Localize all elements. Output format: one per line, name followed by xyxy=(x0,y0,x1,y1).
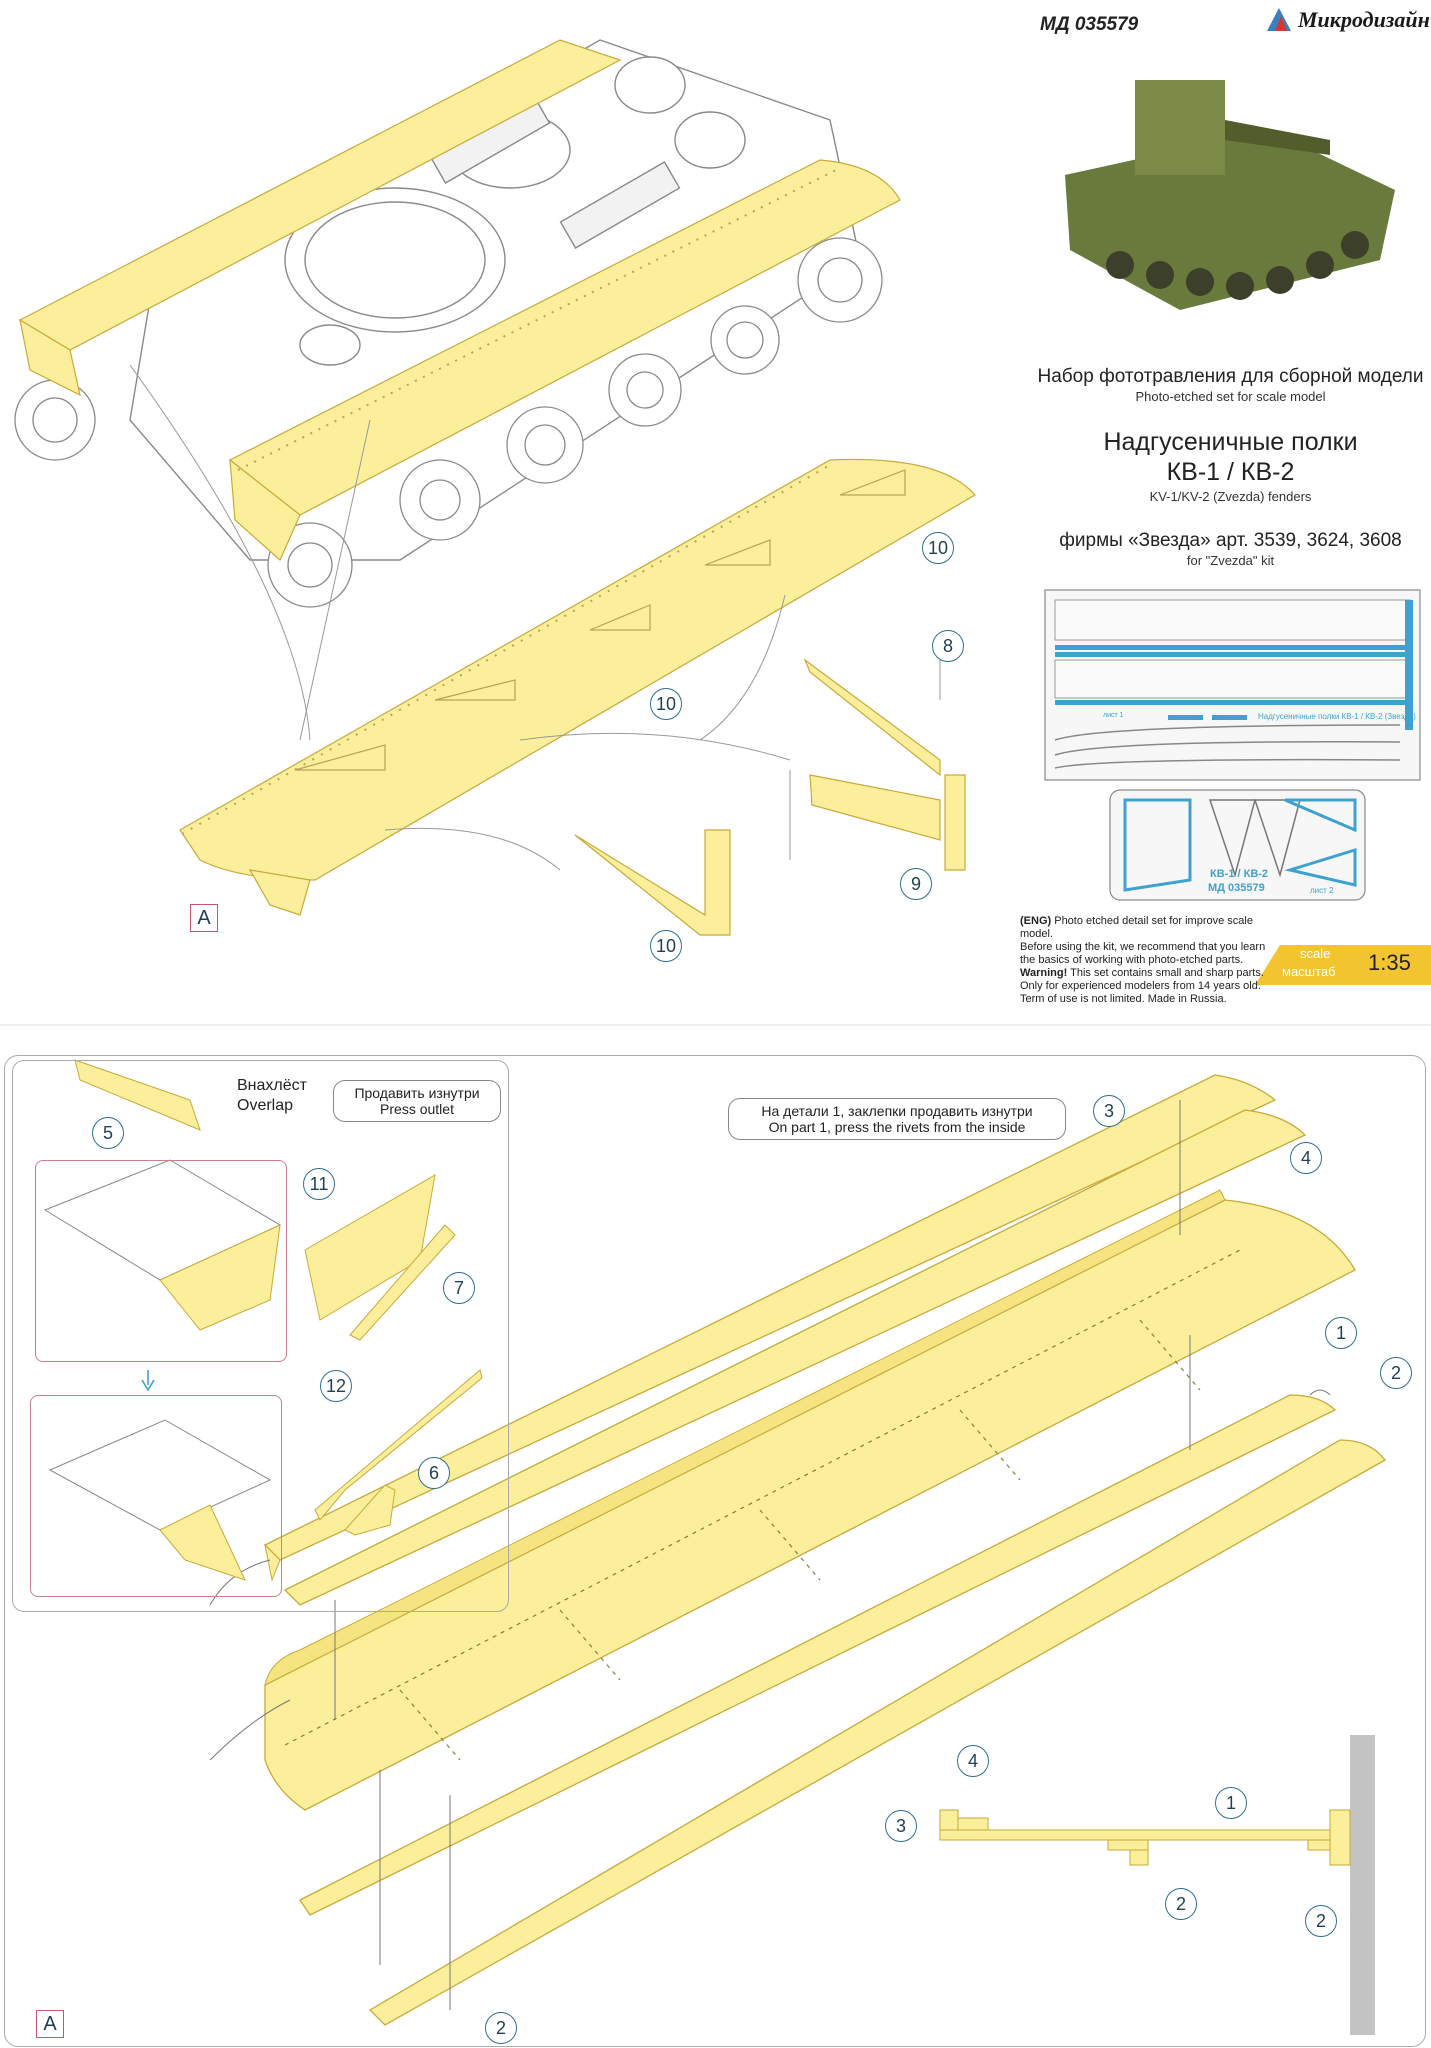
fender-installed xyxy=(228,159,901,561)
arrow-down-icon xyxy=(141,1370,155,1392)
section-callout-1: 1 xyxy=(1215,1787,1247,1819)
kit-reference-en: for "Zvezda" kit xyxy=(1186,553,1275,568)
part-4-rail xyxy=(283,1109,1307,1606)
scale-label-ru: масштаб xyxy=(1282,964,1336,979)
callout-part-8: 8 xyxy=(932,630,964,662)
disclaimer: (ENG) Photo etched detail set for improv… xyxy=(1020,915,1280,1006)
callout-part-11: 11 xyxy=(303,1168,335,1200)
rivets-note-ru: На детали 1, заклепки продавить изнутри xyxy=(761,1103,1033,1119)
leader-lines-top xyxy=(129,364,941,871)
section-callout-4: 4 xyxy=(957,1745,989,1777)
callout-part-9: 9 xyxy=(900,868,932,900)
disclaimer-eng-tag: (ENG) xyxy=(1020,915,1052,927)
callout-part-10-b: 10 xyxy=(650,688,682,720)
callout-part-4: 4 xyxy=(1290,1142,1322,1174)
disclaimer-warning-tag: Warning! xyxy=(1020,967,1068,979)
view-marker-a-bottom: A xyxy=(36,2010,64,2038)
disclaimer-line6: Term of use is not limited. Made in Russ… xyxy=(1020,993,1227,1005)
callout-part-10-c: 10 xyxy=(650,930,682,962)
part-3-rail xyxy=(263,1074,1277,1582)
cross-section xyxy=(939,1735,1375,2035)
section-callout-3: 3 xyxy=(885,1810,917,1842)
callout-part-12: 12 xyxy=(320,1370,352,1402)
section-callout-2-b: 2 xyxy=(1305,1905,1337,1937)
product-title-en: KV-1/KV-2 (Zvezda) fenders xyxy=(1149,489,1312,504)
set-title-ru: Набор фототравления для сборной модели xyxy=(1037,366,1424,387)
detail-panel xyxy=(12,1060,509,1612)
press-outlet-note: Продавить изнутри Press outlet xyxy=(333,1080,501,1122)
callout-part-10-a: 10 xyxy=(922,532,954,564)
rivets-note: На детали 1, заклепки продавить изнутри … xyxy=(728,1098,1066,1140)
rivets-note-en: On part 1, press the rivets from the ins… xyxy=(768,1119,1026,1135)
product-title-line1: Надгусеничные полки xyxy=(1103,428,1358,456)
detail-box-2 xyxy=(30,1395,282,1597)
tank-photo xyxy=(1040,55,1420,335)
section-callout-2-a: 2 xyxy=(1165,1888,1197,1920)
part-2-rail-b xyxy=(368,1439,1386,2026)
view-marker-a-top: A xyxy=(190,904,218,932)
brand-logo xyxy=(1265,6,1295,37)
detail-box-1 xyxy=(35,1160,287,1362)
product-code: МД 035579 xyxy=(1040,14,1139,35)
bracket-parts xyxy=(574,658,966,936)
callout-part-3: 3 xyxy=(1093,1095,1125,1127)
disclaimer-line1: Photo etched detail set for improve scal… xyxy=(1020,915,1253,940)
disclaimer-line3: the basics of working with photo-etched … xyxy=(1020,954,1244,966)
brand-logo-icon xyxy=(1267,8,1291,31)
product-title-line2: КВ-1 / КВ-2 xyxy=(1166,458,1295,486)
pe-sheet-2 xyxy=(1109,789,1366,901)
sheet2-code: МД 035579 xyxy=(1208,882,1265,894)
disclaimer-line5: Only for experienced modelers from 14 ye… xyxy=(1020,980,1261,992)
set-title-en: Photo-etched set for scale model xyxy=(1135,389,1326,404)
part-2-rail-a xyxy=(299,1394,1337,1916)
callout-part-2-a: 2 xyxy=(1380,1357,1412,1389)
overlap-label-ru: Внахлёст xyxy=(237,1077,307,1094)
pe-sheet-1 xyxy=(1044,589,1421,781)
detail-diagram-bottom xyxy=(48,1369,483,1581)
press-outlet-en: Press outlet xyxy=(380,1101,454,1117)
callout-part-7: 7 xyxy=(443,1272,475,1304)
overlap-label-en: Overlap xyxy=(237,1097,294,1114)
scale-value: 1:35 xyxy=(1368,950,1411,975)
callout-part-5: 5 xyxy=(92,1117,124,1149)
callout-part-6: 6 xyxy=(418,1457,450,1489)
brand-name: Микродизайн xyxy=(1298,7,1430,32)
disclaimer-line2: Before using the kit, we recommend that … xyxy=(1020,941,1266,953)
scale-label-en: scale xyxy=(1300,946,1331,961)
press-outlet-ru: Продавить изнутри xyxy=(354,1085,480,1101)
callout-part-1: 1 xyxy=(1325,1317,1357,1349)
callout-part-2-b: 2 xyxy=(485,2012,517,2044)
disclaimer-line4: This set contains small and sharp parts. xyxy=(1067,967,1264,979)
sheet1-name: Надгусеничные полки КВ-1 / КВ-2 (Звезда) xyxy=(1258,712,1416,721)
kit-reference-ru: фирмы «Звезда» арт. 3539, 3624, 3608 xyxy=(1059,530,1402,551)
sheet2-title: КВ-1 / КВ-2 xyxy=(1210,868,1269,880)
scale-tab xyxy=(1255,945,1431,985)
sheet1-label: лист 1 xyxy=(1103,712,1124,719)
fender-exploded xyxy=(179,458,976,916)
assembly-panel xyxy=(4,1055,1426,2047)
detail-diagram-top xyxy=(43,1059,456,1341)
fender-far xyxy=(18,39,622,397)
sheet2-label: лист 2 xyxy=(1310,886,1334,895)
part-1-fender-plate xyxy=(264,1189,1356,1811)
